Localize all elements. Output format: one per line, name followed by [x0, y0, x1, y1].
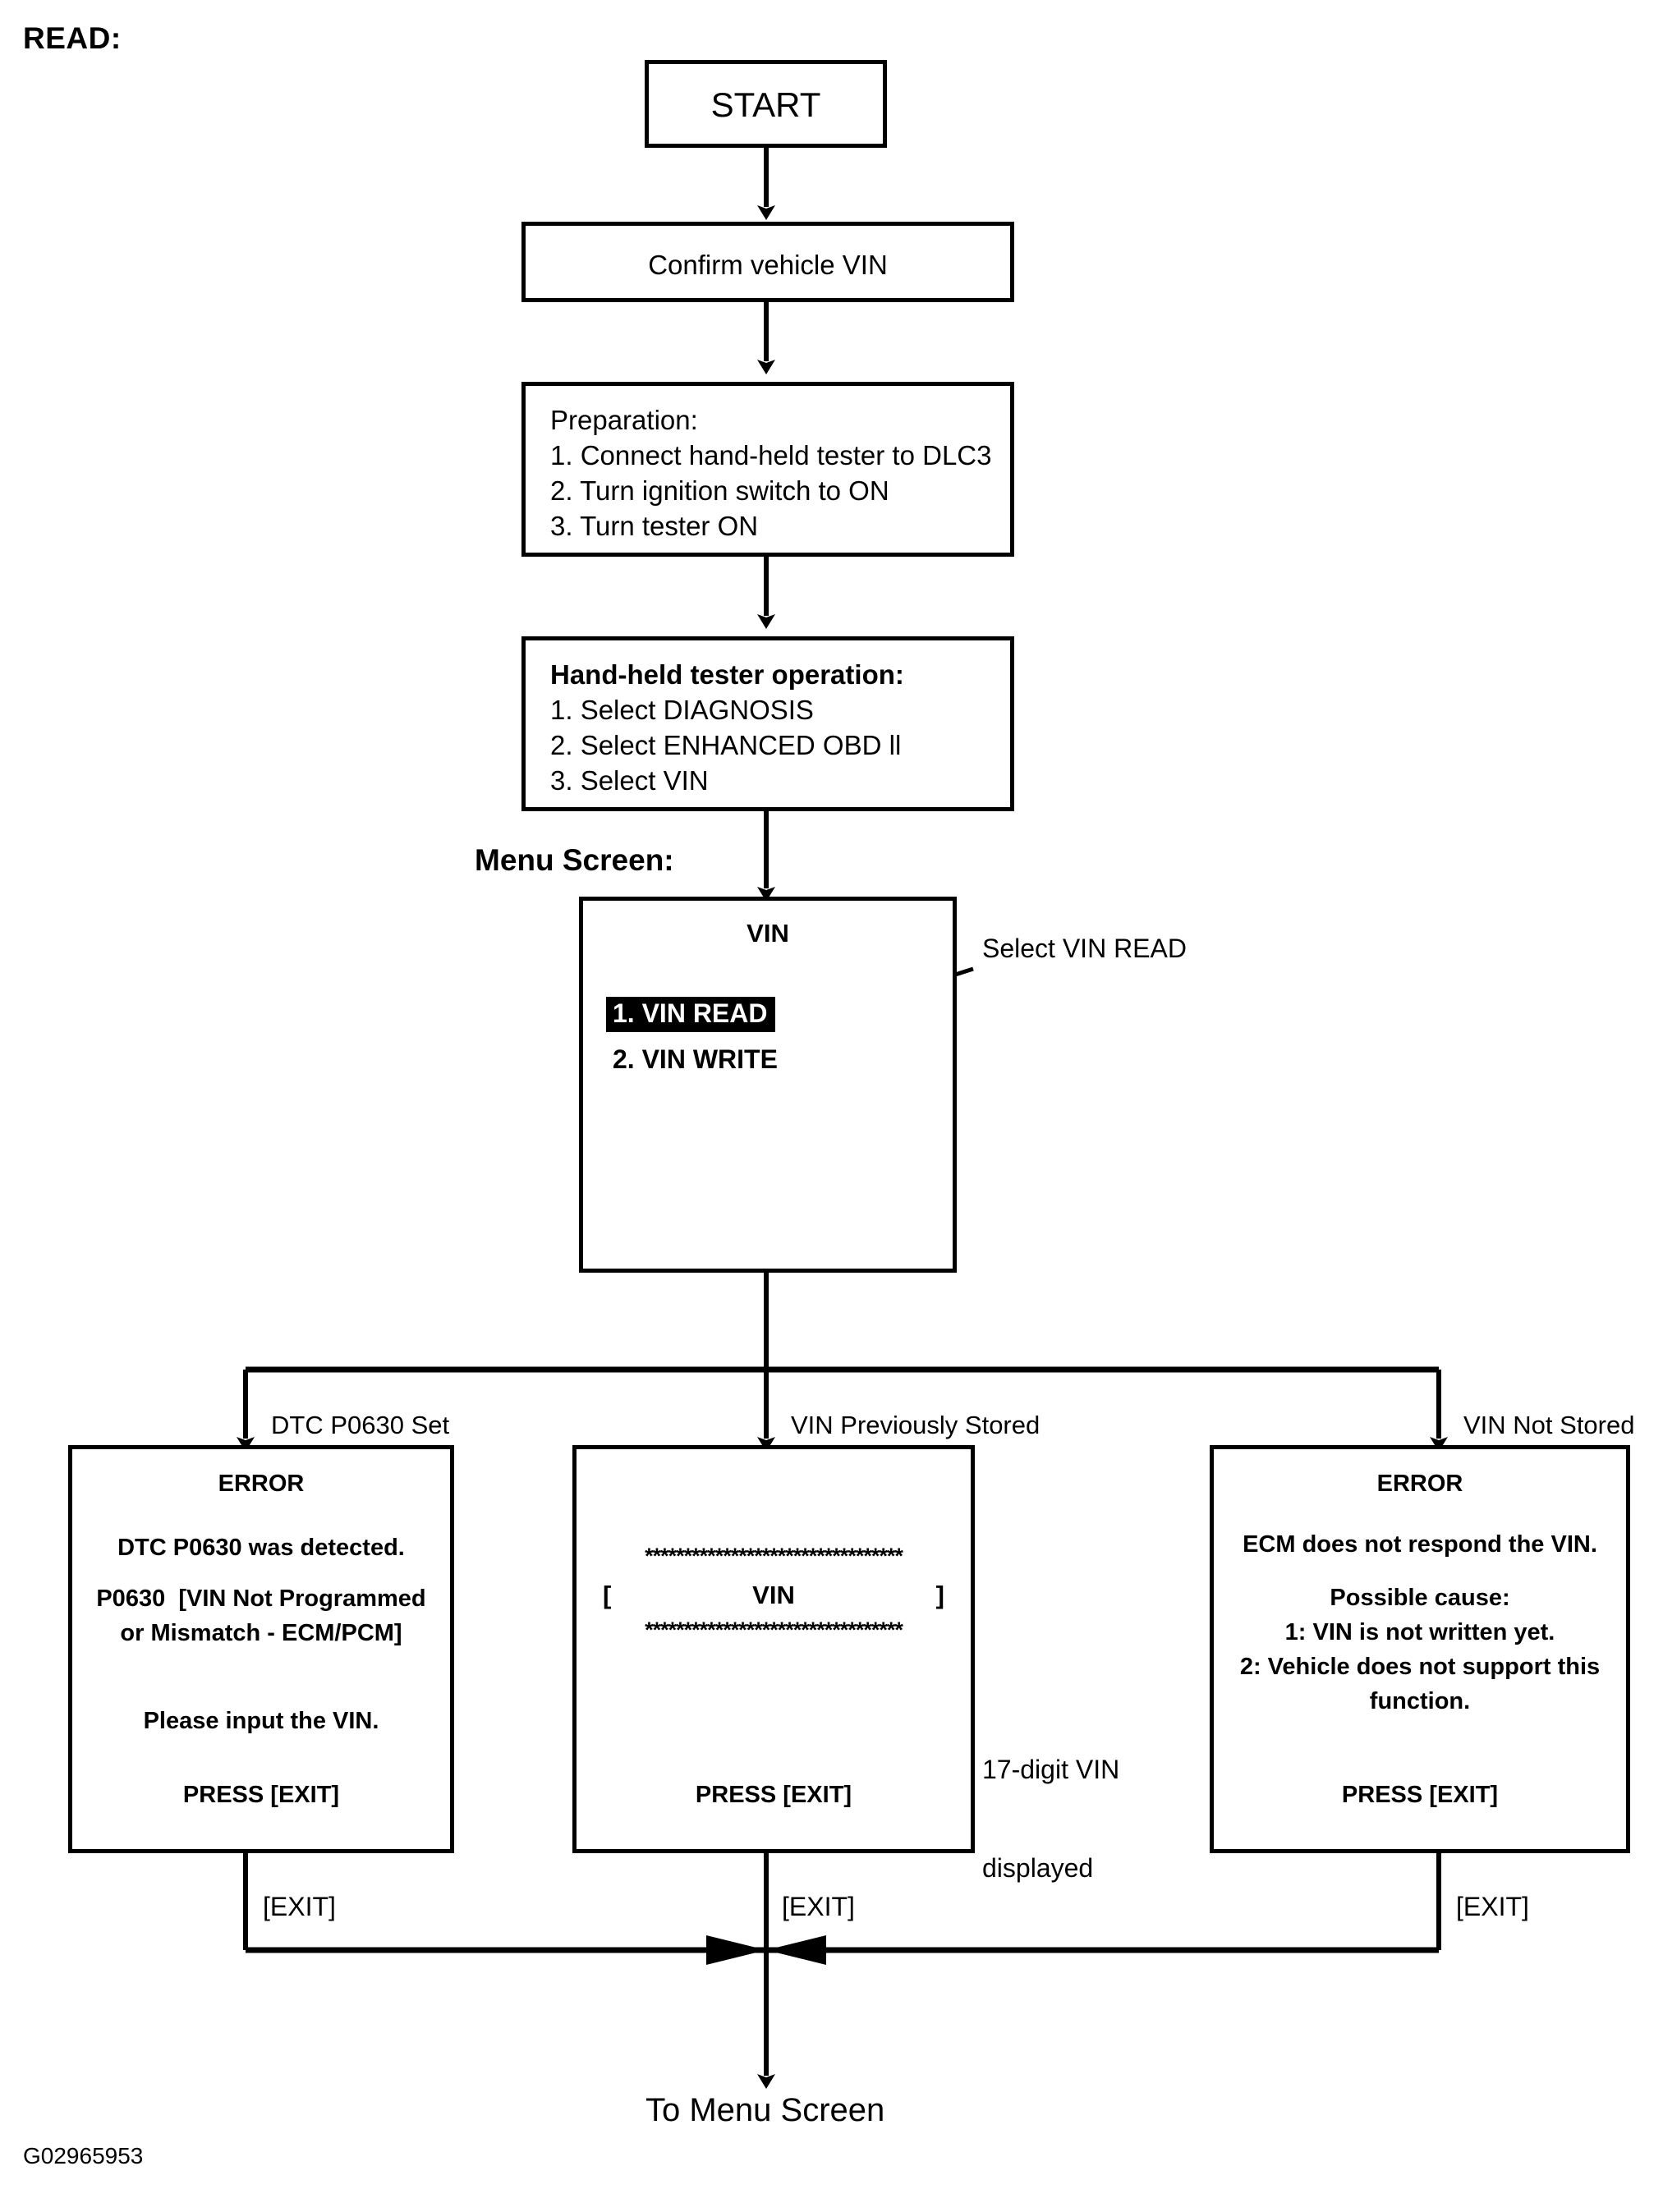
edge-label-exit-middle: [EXIT]	[782, 1892, 855, 1921]
menu-screen-label: Menu Screen:	[475, 843, 674, 877]
tester-operation-heading: Hand-held tester operation:	[550, 659, 904, 690]
screen-nostore-line-3: 1: VIN is not written yet.	[1284, 1619, 1555, 1645]
edge-label-exit-left: [EXIT]	[263, 1892, 336, 1921]
tester-operation-step-1: 1. Select DIAGNOSIS	[550, 695, 814, 725]
screen-vin-previously-stored: ********************************* [ VIN …	[572, 1445, 975, 1853]
callout-17-digit-vin-line-1: 17-digit VIN	[982, 1755, 1120, 1784]
screen-nostore-line-1: ECM does not respond the VIN.	[1243, 1531, 1597, 1558]
screen-dtc-title: ERROR	[218, 1471, 305, 1497]
node-confirm-vin-label: Confirm vehicle VIN	[648, 250, 888, 280]
screen-nostore-line-5: function.	[1369, 1688, 1471, 1714]
screen-nostore-line-2: Possible cause:	[1330, 1585, 1510, 1611]
branch-label-dtc-p0630-set: DTC P0630 Set	[271, 1411, 450, 1439]
menu-title: VIN	[747, 919, 789, 948]
figure-code: G02965953	[23, 2143, 144, 2168]
screen-vin-left-bracket: [	[603, 1581, 612, 1609]
edge-label-exit-right: [EXIT]	[1456, 1892, 1529, 1921]
screen-nostore-title: ERROR	[1376, 1471, 1463, 1497]
screen-dtc-line-3: or Mismatch - ECM/PCM]	[120, 1620, 402, 1646]
preparation-heading: Preparation:	[550, 405, 698, 435]
tester-operation-step-3: 3. Select VIN	[550, 765, 709, 796]
menu-item-vin-write[interactable]: 2. VIN WRITE	[613, 1044, 778, 1075]
screen-dtc-line-2: P0630 [VIN Not Programmed	[96, 1586, 426, 1612]
screen-vin-row: [ VIN ]	[603, 1581, 944, 1610]
node-tester-operation: Hand-held tester operation: 1. Select DI…	[521, 636, 1014, 811]
menu-item-vin-read-label: 1. VIN READ	[606, 997, 776, 1032]
screen-vin-right-bracket: ]	[935, 1581, 944, 1609]
screen-dtc-p0630-set: ERROR DTC P0630 was detected. P0630 [VIN…	[68, 1445, 454, 1853]
page-title: READ:	[23, 21, 122, 55]
screen-dtc-line-4: Please input the VIN.	[143, 1708, 379, 1734]
screen-vin-footer: PRESS [EXIT]	[695, 1782, 852, 1808]
node-to-menu-screen: To Menu Screen	[645, 2092, 885, 2128]
callout-17-digit-vin: 17-digit VIN displayed	[982, 1687, 1119, 1950]
screen-vin-stars-top: *********************************	[645, 1544, 903, 1568]
screen-nostore-footer: PRESS [EXIT]	[1341, 1782, 1499, 1808]
menu-item-vin-read[interactable]: 1. VIN READ	[606, 997, 776, 1032]
screen-nostore-line-4: 2: Vehicle does not support this	[1239, 1654, 1601, 1680]
screen-dtc-footer: PRESS [EXIT]	[182, 1782, 340, 1808]
node-confirm-vin: Confirm vehicle VIN	[521, 222, 1014, 302]
callout-17-digit-vin-line-2: displayed	[982, 1853, 1094, 1883]
preparation-step-3: 3. Turn tester ON	[550, 511, 759, 541]
screen-vin-not-stored: ERROR ECM does not respond the VIN. Poss…	[1210, 1445, 1630, 1853]
callout-select-vin-read: Select VIN READ	[982, 934, 1187, 963]
menu-item-vin-write-label: 2. VIN WRITE	[613, 1044, 778, 1074]
screen-vin-stars-bottom: *********************************	[645, 1618, 903, 1642]
tester-operation-step-2: 2. Select ENHANCED OBD ll	[550, 730, 902, 760]
node-preparation: Preparation: 1. Connect hand-held tester…	[521, 382, 1014, 557]
node-start-label: START	[710, 85, 821, 124]
node-menu-screen: VIN 1. VIN READ 2. VIN WRITE	[579, 897, 957, 1273]
branch-label-vin-not-stored: VIN Not Stored	[1463, 1411, 1635, 1439]
screen-vin-label: VIN	[752, 1581, 795, 1609]
preparation-step-1: 1. Connect hand-held tester to DLC3	[550, 440, 992, 470]
screen-dtc-line-1: DTC P0630 was detected.	[117, 1535, 405, 1561]
branch-label-vin-previously-stored: VIN Previously Stored	[791, 1411, 1041, 1439]
node-start: START	[645, 60, 887, 148]
preparation-step-2: 2. Turn ignition switch to ON	[550, 475, 889, 506]
